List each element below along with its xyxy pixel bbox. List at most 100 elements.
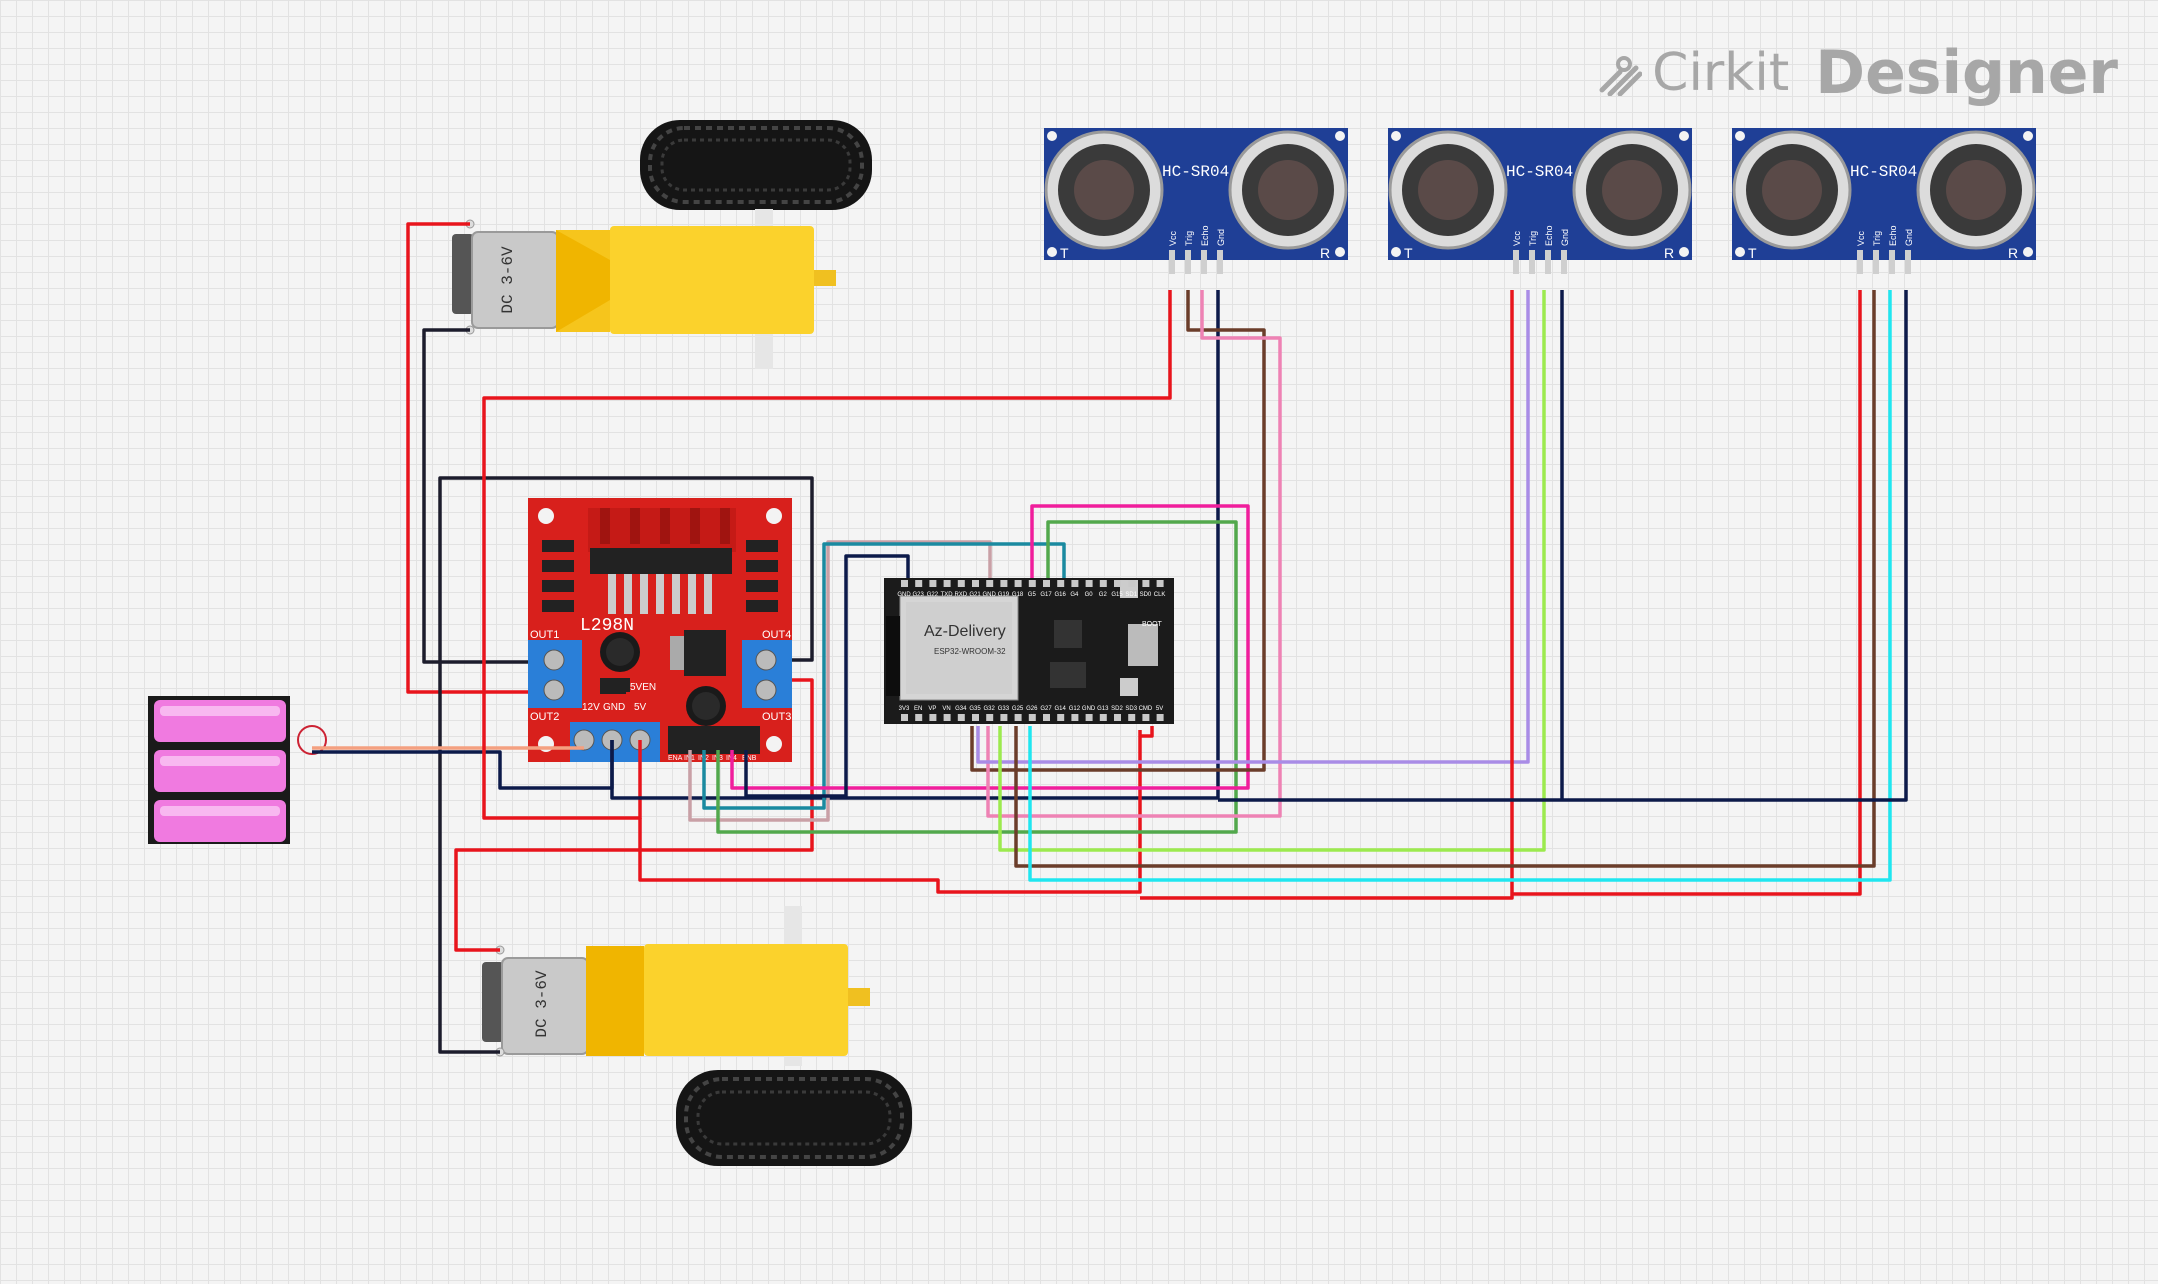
- esp32-pin-label: TXD: [941, 592, 954, 598]
- esp32-pin-label: VP: [928, 706, 936, 712]
- esp32-pin-label: 5V: [1156, 706, 1163, 712]
- esp32-pin[interactable]: [1128, 714, 1136, 721]
- l298n-driver[interactable]: [528, 498, 792, 762]
- esp32-pin-label: G21: [969, 592, 981, 598]
- esp32-pin[interactable]: [972, 714, 979, 721]
- wire-s3-gnd[interactable]: [1218, 290, 1908, 802]
- wire-5v-red[interactable]: [482, 290, 1172, 820]
- esp32-pin-label: CLK: [1154, 592, 1166, 598]
- esp32-pin[interactable]: [1142, 580, 1150, 587]
- driver-out3-label: OUT3: [762, 711, 791, 723]
- esp32-pin[interactable]: [1099, 580, 1107, 587]
- esp32-pin-label: VN: [942, 706, 950, 712]
- wire-esp-5v[interactable]: [1140, 726, 1154, 738]
- esp32-pin[interactable]: [972, 580, 979, 587]
- esp32-pin[interactable]: [929, 714, 937, 721]
- esp32-board[interactable]: [884, 578, 1174, 724]
- esp32-pin[interactable]: [901, 580, 908, 587]
- esp32-pin[interactable]: [1071, 580, 1079, 587]
- wire-s2-trig[interactable]: [976, 290, 1530, 764]
- esp32-pin-label: G5: [1028, 592, 1037, 598]
- motor-bottom[interactable]: [482, 906, 870, 1066]
- esp32-brand: Az-Delivery: [924, 623, 1006, 640]
- esp32-pin[interactable]: [1000, 580, 1008, 587]
- esp32-pin[interactable]: [1028, 714, 1036, 721]
- wire-in2[interactable]: [716, 520, 1238, 834]
- esp32-pin[interactable]: [929, 580, 937, 587]
- wire-in4[interactable]: [744, 554, 910, 798]
- wire-ena[interactable]: [688, 540, 992, 822]
- sensor-pin-label: Trig: [1184, 231, 1194, 246]
- esp32-pin-label: G34: [955, 706, 967, 712]
- wheel-top[interactable]: [640, 120, 872, 210]
- esp32-pin[interactable]: [1142, 714, 1150, 721]
- esp32-pin[interactable]: [957, 714, 965, 721]
- esp32-pin[interactable]: [1057, 714, 1065, 721]
- driver-pin-enb: ENB: [742, 755, 757, 762]
- motor-top-label: DC 3-6V: [499, 246, 517, 314]
- esp32-pin[interactable]: [943, 714, 951, 721]
- sensor-label: HC-SR04: [1850, 163, 1917, 181]
- wire-motor-top-black[interactable]: [422, 328, 528, 664]
- esp32-pin[interactable]: [986, 580, 994, 587]
- esp32-pin[interactable]: [1128, 580, 1136, 587]
- sensor-t-label: T: [1748, 245, 1757, 261]
- esp32-pin[interactable]: [1114, 580, 1121, 587]
- esp32-pin-label: G0: [1085, 592, 1094, 598]
- sensor-r-label: R: [2008, 245, 2018, 261]
- esp32-pin[interactable]: [1014, 714, 1022, 721]
- wire-in3[interactable]: [730, 504, 1250, 790]
- esp32-pin[interactable]: [1028, 580, 1036, 587]
- wire-s1-trig[interactable]: [970, 290, 1266, 772]
- wire-motor-top-red[interactable]: [406, 222, 528, 694]
- esp32-pin-label: G19: [998, 592, 1010, 598]
- esp32-pin[interactable]: [1099, 714, 1107, 721]
- esp32-pin[interactable]: [1043, 580, 1050, 587]
- esp32-pin-label: CMD: [1139, 706, 1153, 712]
- wire-s3-echo[interactable]: [1028, 290, 1892, 882]
- motor-top[interactable]: [452, 209, 836, 369]
- esp32-pin[interactable]: [1057, 580, 1065, 587]
- sensor-pin-label: Gnd: [1216, 229, 1226, 246]
- esp32-pin[interactable]: [1014, 580, 1022, 587]
- esp32-pin[interactable]: [943, 580, 951, 587]
- wire-gnd-navy[interactable]: [610, 290, 1220, 800]
- esp32-pin-label: SD2: [1111, 706, 1123, 712]
- esp32-pin[interactable]: [1085, 714, 1093, 721]
- battery-pack[interactable]: [148, 696, 327, 844]
- esp32-pin[interactable]: [915, 714, 923, 721]
- wire-s3-trig[interactable]: [1014, 290, 1876, 868]
- driver-title: L298N: [580, 616, 634, 636]
- esp32-pin-label: G23: [913, 592, 925, 598]
- sensor-pin-label: Gnd: [1904, 229, 1914, 246]
- esp32-pin[interactable]: [1000, 714, 1008, 721]
- esp32-pin[interactable]: [1085, 580, 1093, 587]
- esp32-pin-label: G18: [1012, 592, 1024, 598]
- wire-motor-bottom-red[interactable]: [454, 678, 814, 952]
- esp32-pin[interactable]: [986, 714, 994, 721]
- esp32-pin-label: RXD: [954, 592, 967, 598]
- esp32-pin[interactable]: [1071, 714, 1079, 721]
- wire-motor-bottom-black[interactable]: [438, 476, 814, 1054]
- wire-s1-echo[interactable]: [986, 290, 1282, 818]
- wheel-bottom[interactable]: [676, 1070, 912, 1166]
- esp32-pin-label: G26: [1026, 706, 1038, 712]
- esp32-pin[interactable]: [957, 580, 965, 587]
- esp32-boot-label: BOOT: [1142, 621, 1163, 628]
- esp32-pin[interactable]: [1043, 714, 1050, 721]
- driver-out4-label: OUT4: [762, 629, 791, 641]
- esp32-pin[interactable]: [915, 580, 923, 587]
- esp32-pin[interactable]: [1156, 714, 1164, 721]
- esp32-pin[interactable]: [1156, 580, 1164, 587]
- esp32-pin[interactable]: [901, 714, 908, 721]
- wire-s3-vcc[interactable]: [1512, 290, 1862, 896]
- esp32-pin[interactable]: [1114, 714, 1121, 721]
- wire-in1[interactable]: [702, 542, 1066, 810]
- wire-s2-vcc[interactable]: [1140, 290, 1514, 900]
- wire-s2-echo[interactable]: [998, 290, 1546, 852]
